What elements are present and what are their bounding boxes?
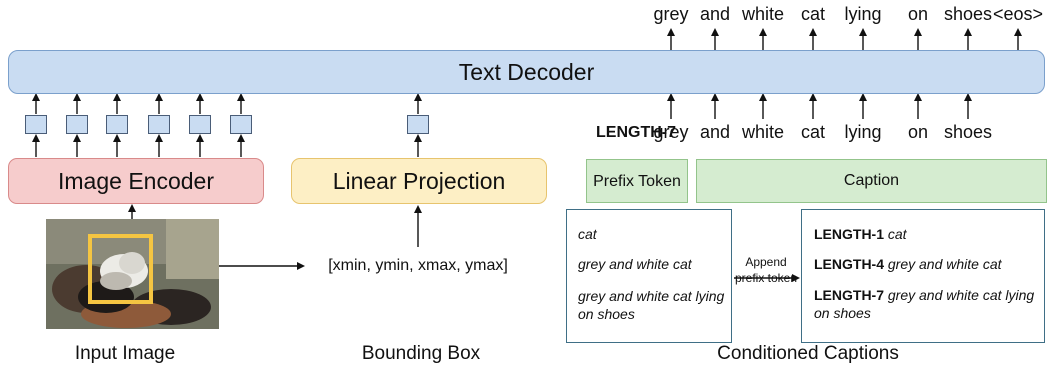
- output-token: shoes: [943, 4, 993, 24]
- embedding-square: [230, 115, 252, 134]
- output-token: and: [699, 4, 731, 24]
- input-token: cat: [800, 122, 826, 142]
- text-decoder: Text Decoder: [8, 50, 1045, 94]
- output-token: lying: [844, 4, 882, 24]
- input-token: shoes: [943, 122, 993, 142]
- embedding-square: [407, 115, 429, 134]
- bbox-coordinates: [xmin, ymin, xmax, ymax]: [328, 257, 508, 274]
- embedding-square: [148, 115, 170, 134]
- conditioned-captions-label: Conditioned Captions: [717, 343, 899, 364]
- image-encoder: Image Encoder: [8, 158, 264, 204]
- append-prefix-label: Append prefix token: [734, 255, 798, 285]
- length-prefix-token: LENGTH-7: [596, 124, 676, 141]
- input-token: and: [699, 122, 731, 142]
- output-token: white: [741, 4, 785, 24]
- embedding-square: [66, 115, 88, 134]
- embedding-square: [25, 115, 47, 134]
- linear-projection-label: Linear Projection: [332, 167, 506, 194]
- embedding-square: [106, 115, 128, 134]
- bbox-highlight: [88, 234, 153, 304]
- caption-after-2: LENGTH-4 grey and white cat: [814, 256, 1002, 272]
- output-token: cat: [800, 4, 826, 24]
- caption-after-3: LENGTH-7 grey and white cat lying on sho…: [814, 287, 1035, 321]
- caption-before-1: cat: [578, 226, 597, 242]
- input-token: grey: [653, 122, 689, 142]
- caption-box: Caption: [696, 159, 1047, 203]
- input-token: white: [741, 122, 785, 142]
- caption-after-1: LENGTH-1 cat: [814, 226, 907, 242]
- captions-before-box: cat grey and white cat grey and white ca…: [566, 209, 732, 343]
- output-token: grey: [653, 4, 689, 24]
- prefix-token-box: Prefix Token: [586, 159, 688, 203]
- input-image-label: Input Image: [74, 343, 176, 364]
- cat-photo: [46, 219, 219, 329]
- prefix-token-label: Prefix Token: [593, 172, 681, 190]
- output-token: <eos>: [992, 4, 1044, 24]
- bounding-box-label: Bounding Box: [361, 343, 481, 364]
- embedding-square: [189, 115, 211, 134]
- captions-after-box: LENGTH-1 cat LENGTH-4 grey and white cat…: [801, 209, 1045, 343]
- linear-projection: Linear Projection: [291, 158, 547, 204]
- caption-before-3: grey and white cat lying on shoes: [578, 288, 725, 322]
- output-token: on: [907, 4, 929, 24]
- input-token: lying: [844, 122, 882, 142]
- image-encoder-label: Image Encoder: [58, 167, 214, 194]
- caption-before-2: grey and white cat: [578, 256, 692, 272]
- input-image: [46, 219, 219, 329]
- text-decoder-label: Text Decoder: [458, 58, 595, 85]
- caption-label: Caption: [843, 172, 900, 189]
- input-token: on: [907, 122, 929, 142]
